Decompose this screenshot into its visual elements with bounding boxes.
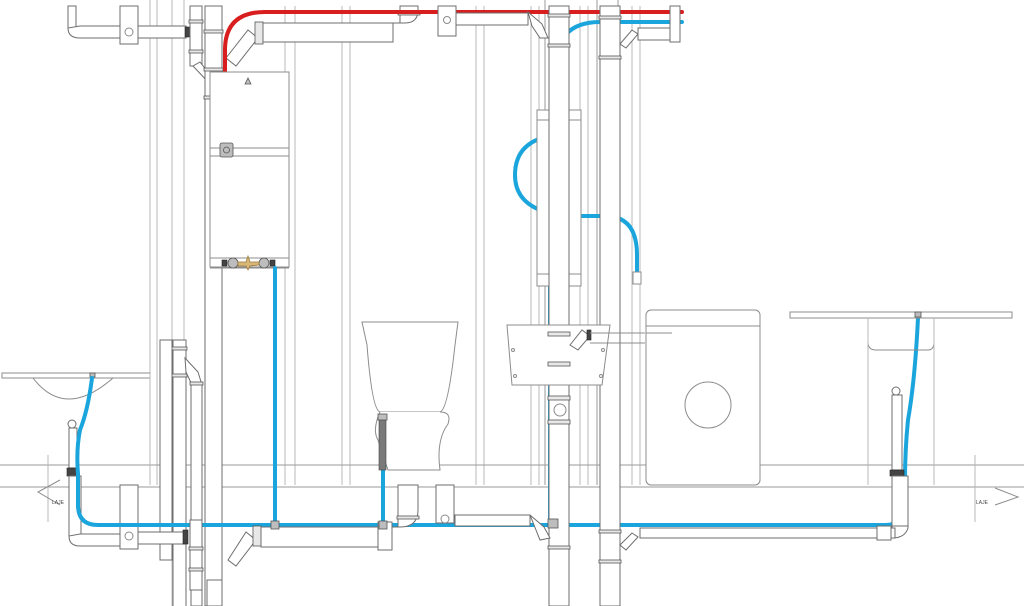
tee-fitting-icon <box>547 518 559 529</box>
slab-label-right: LAJE <box>976 500 989 506</box>
drain-pipes-top-right <box>437 5 681 606</box>
toilet <box>361 321 459 471</box>
slab-label-left: LAJE <box>52 500 65 506</box>
shower-mixer-panel <box>209 71 290 271</box>
drain-pipes-bottom <box>137 484 639 606</box>
hot-water-main <box>223 10 684 257</box>
hot-valve-icon <box>219 142 234 158</box>
drain-trap-left <box>66 419 139 550</box>
flex-hose-icon <box>378 419 387 471</box>
drain-trap-right <box>639 386 909 541</box>
kitchen-sink-right <box>789 311 1013 485</box>
drain-pipes-top-left <box>67 5 421 606</box>
laundry-tank <box>506 324 645 425</box>
tee-fitting-icon <box>270 520 280 530</box>
floor-tees <box>270 518 559 530</box>
mixer-fitting-icon <box>237 254 260 271</box>
washing-machine <box>645 309 761 486</box>
sink-valve-icon <box>914 311 922 318</box>
washbasin-left <box>1 372 151 470</box>
shower-outlet-icon <box>244 77 252 85</box>
machine-door-icon <box>684 381 732 429</box>
tee-fitting-icon <box>378 520 388 530</box>
floor-slab: LAJE LAJE <box>0 455 1024 522</box>
washbasin-supply-left <box>75 376 94 476</box>
sink-supply-right <box>903 316 920 482</box>
cold-water-network <box>75 20 920 527</box>
